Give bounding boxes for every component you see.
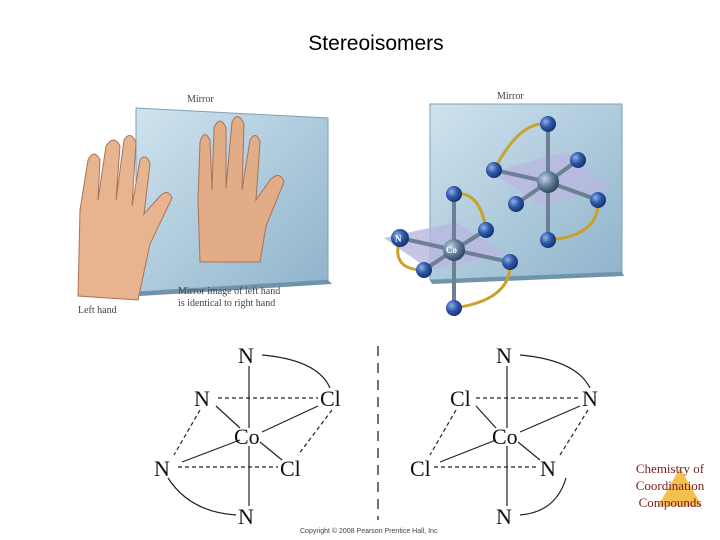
- slide-title: Stereoisomers: [308, 32, 444, 55]
- atom-label-N: N: [395, 234, 402, 244]
- right-atom-lower-right: N: [540, 456, 556, 481]
- left-hand: [77, 135, 173, 301]
- right-atom-lower-left: Cl: [410, 456, 431, 481]
- left-atom-center: Co: [234, 424, 260, 449]
- right-atom-upper-right: N: [582, 386, 598, 411]
- left-atom-upper-right: Cl: [320, 386, 341, 411]
- mirror-caption-line1: Mirror image of left hand: [178, 286, 280, 297]
- left-hand-label: Left hand: [78, 305, 117, 316]
- left-structure-bonds: [167, 354, 333, 516]
- mirror-caption-line2: is identical to right hand: [178, 298, 275, 309]
- left-atom-lower-right: Cl: [280, 456, 301, 481]
- mirror-label-hands: Mirror: [187, 94, 214, 105]
- left-atom-bottom: N: [238, 504, 254, 529]
- course-line-1: Chemistry of: [635, 461, 705, 476]
- reflected-hand: [197, 116, 285, 263]
- right-structure-bonds: [429, 354, 591, 516]
- right-atom-upper-left: Cl: [450, 386, 471, 411]
- hands-illustration: [77, 107, 332, 301]
- right-atom-bottom: N: [496, 504, 512, 529]
- atom-label-Co: Co: [446, 245, 457, 255]
- molecule-illustration: [384, 103, 624, 316]
- copyright-notice: Copyright © 2008 Pearson Prentice Hall, …: [300, 528, 438, 535]
- right-atom-center: Co: [492, 424, 518, 449]
- right-atom-top: N: [496, 343, 512, 368]
- mirror-label-molecules: Mirror: [497, 91, 524, 102]
- left-atom-upper-left: N: [194, 386, 210, 411]
- course-badge: Chemistry of Coordination Compounds: [622, 460, 718, 511]
- course-line-3: Compounds: [638, 495, 702, 510]
- left-atom-lower-left: N: [154, 456, 170, 481]
- triangle-logo-icon: [658, 468, 702, 506]
- course-line-2: Coordination: [635, 478, 705, 493]
- left-atom-top: N: [238, 343, 254, 368]
